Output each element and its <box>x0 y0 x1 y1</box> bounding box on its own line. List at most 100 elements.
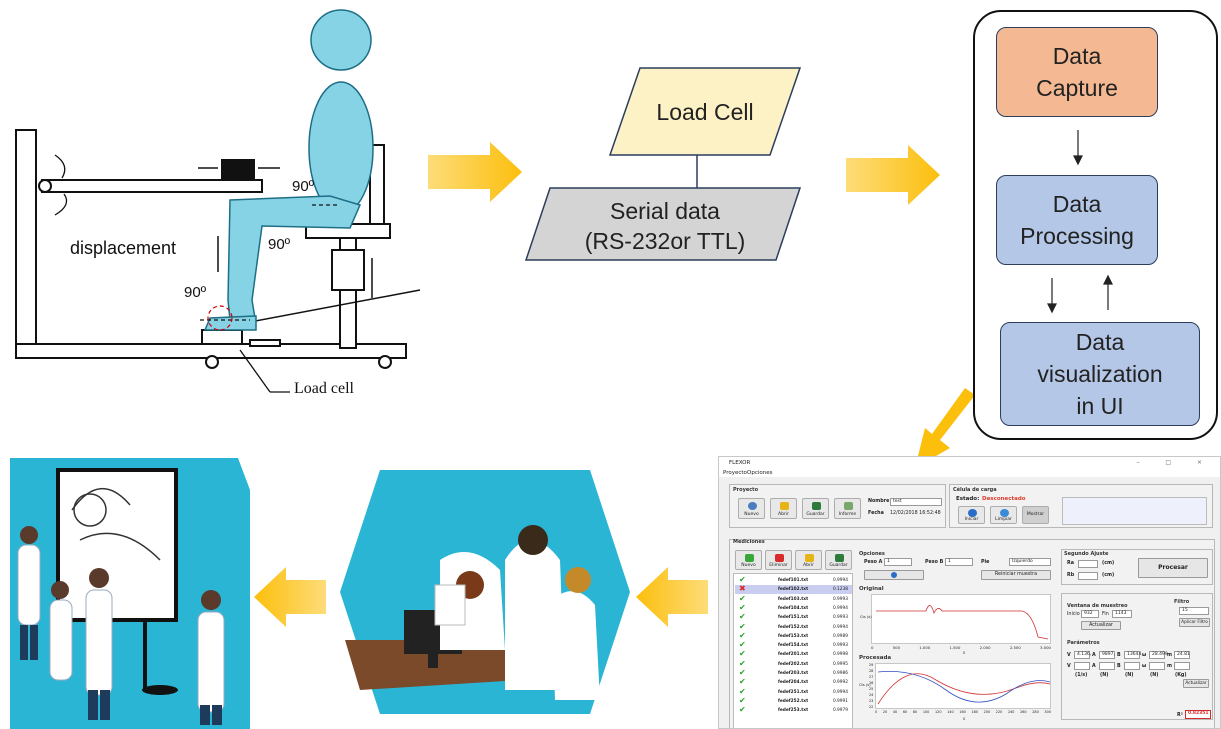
pie-select[interactable]: Izquierdo <box>1009 558 1051 566</box>
ra-field[interactable] <box>1078 560 1098 568</box>
param-field[interactable] <box>1174 662 1190 670</box>
proyecto-panel: Proyecto Nuevo Abrir Guardar Informe Nom… <box>729 484 946 528</box>
cross-icon: ✖ <box>739 584 746 594</box>
param-label: B <box>1117 664 1121 669</box>
proyecto-informe-button[interactable]: Informe <box>834 498 861 519</box>
abrir-label: Abrir <box>778 512 789 517</box>
peso-b-select[interactable]: 1 <box>945 558 973 566</box>
ventana-actualizar-button[interactable]: Actualizar <box>1081 621 1121 630</box>
ra-label: Ra <box>1067 561 1074 566</box>
reiniciar-button[interactable]: Reiniciar muestra <box>981 570 1051 580</box>
folder-icon <box>780 502 789 510</box>
bench-left-post <box>15 129 37 359</box>
peso-a-label: Peso A <box>864 560 883 565</box>
param-field[interactable] <box>1124 662 1140 670</box>
data-visualization-box: Data visualization in UI <box>1000 322 1200 426</box>
param-field[interactable] <box>1099 662 1115 670</box>
check-icon: ✔ <box>739 677 746 687</box>
param-field[interactable]: 24.81 <box>1174 651 1190 659</box>
param-label: ω <box>1142 664 1147 669</box>
file-name: fedef202.txt <box>778 661 809 667</box>
celda-mostrar-button[interactable]: Mostrar <box>1022 506 1049 524</box>
ytick: 28 <box>869 669 874 673</box>
celda-limpiar-button[interactable]: Limpiar <box>990 506 1017 524</box>
fin-field[interactable]: 1143 <box>1112 610 1132 618</box>
filtro-field[interactable]: 15 <box>1179 607 1209 615</box>
menu-opciones[interactable]: Opciones <box>747 470 773 476</box>
peso-a-select[interactable]: 1 <box>884 558 912 566</box>
opciones-title: Opciones <box>859 551 885 557</box>
param-label: m <box>1167 653 1172 658</box>
file-name: fedef103.txt <box>778 596 809 602</box>
ra-unit: (cm) <box>1102 561 1115 566</box>
param-field[interactable]: 4.136, <box>1074 651 1091 659</box>
arrow-serial-to-pipeline <box>846 145 940 205</box>
file-score: 0.9986 <box>832 671 848 676</box>
xtick: 240 <box>1007 710 1015 714</box>
pie-label: Pie <box>981 560 990 565</box>
param-field[interactable]: 28.499 <box>1149 651 1168 659</box>
mediciones-abrir-button[interactable]: Abrir <box>795 550 822 570</box>
menu-proyecto[interactable]: Proyecto <box>723 470 747 476</box>
inicio-field[interactable]: 932 <box>1081 610 1099 618</box>
load-cell-caption: Load cell <box>294 380 354 397</box>
nombre-field[interactable]: test <box>890 498 942 506</box>
param-field[interactable] <box>1074 662 1090 670</box>
param-field[interactable]: 9897, <box>1099 651 1115 659</box>
proyecto-abrir-button[interactable]: Abrir <box>770 498 797 519</box>
check-icon: ✔ <box>739 630 746 640</box>
file-name: fedef201.txt <box>778 652 809 658</box>
file-score: 0.9992 <box>832 680 848 686</box>
parametros-actualizar-button[interactable]: Actualizar <box>1183 679 1209 688</box>
check-icon: ✔ <box>739 612 746 622</box>
refresh-icon <box>1000 509 1009 517</box>
delete-icon <box>775 554 784 562</box>
check-icon: ✔ <box>739 575 746 584</box>
knee-angle-label: 90º <box>268 236 291 253</box>
proyecto-nuevo-button[interactable]: Nuevo <box>738 498 765 519</box>
xtick: 1.000 <box>919 645 931 650</box>
data-processing-box: Data Processing <box>996 175 1158 265</box>
processing-line1: Data <box>1052 191 1102 217</box>
file-name: fedef203.txt <box>778 671 809 676</box>
play-icon <box>968 509 977 517</box>
param-label: A <box>1092 653 1096 658</box>
param-field[interactable] <box>1149 662 1165 670</box>
procesar-button[interactable]: Procesar <box>1138 558 1208 578</box>
mediciones-title: Mediciones <box>733 539 765 545</box>
play-button[interactable] <box>864 570 924 580</box>
celda-title: Célula de carga <box>953 487 997 493</box>
celda-iniciar-button[interactable]: Iniciar <box>958 506 985 524</box>
rb-field[interactable] <box>1078 572 1098 580</box>
window-controls[interactable]: – □ × <box>1136 459 1214 466</box>
aplicar-filtro-button[interactable]: Aplicar Filtro <box>1179 618 1210 627</box>
test-bench-sketch <box>15 129 421 393</box>
param-field[interactable]: 13644 <box>1124 651 1141 659</box>
mediciones-eliminar-button[interactable]: Eliminar <box>765 550 792 570</box>
xtick: 60 <box>902 710 908 714</box>
fecha-value: 12/02/2018 16:52:48 <box>890 511 941 516</box>
load-cell-block <box>201 329 243 345</box>
mediciones-nuevo-button[interactable]: Nuevo <box>735 550 762 570</box>
ytick: 22 <box>869 705 874 709</box>
xtick: 160 <box>959 710 966 714</box>
mediciones-guardar-button[interactable]: Guardar <box>825 550 852 570</box>
check-icon: ✔ <box>739 686 746 696</box>
proyecto-guardar-button[interactable]: Guardar <box>802 498 829 519</box>
